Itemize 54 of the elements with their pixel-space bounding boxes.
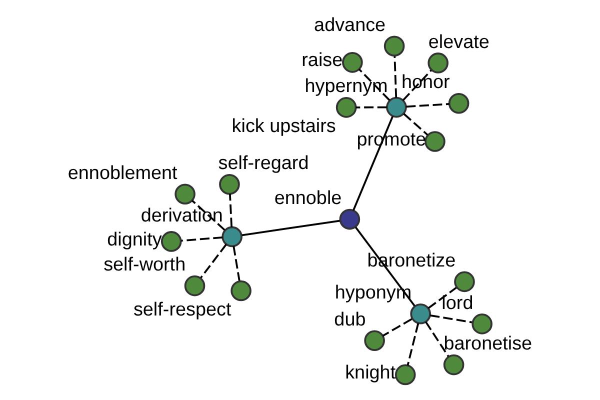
connector — [427, 286, 456, 310]
node-circle — [448, 92, 469, 114]
node-label: self-respect — [132, 299, 231, 320]
node-circle — [230, 280, 251, 302]
node-label: derivation — [140, 206, 222, 227]
connector — [200, 244, 226, 278]
node-circle — [386, 96, 406, 118]
connector — [232, 246, 240, 281]
node-label: baronetise — [443, 334, 532, 355]
node-label: elevate — [428, 32, 489, 53]
node-circle — [383, 36, 404, 57]
node-circle — [184, 275, 205, 296]
node-label: honor — [400, 72, 450, 94]
connector — [355, 106, 386, 108]
connector — [406, 103, 449, 108]
node-circle — [410, 303, 430, 324]
node-label: ennoble — [274, 188, 342, 210]
connector — [424, 321, 449, 357]
node-circle — [427, 52, 448, 74]
node-label: advance — [314, 14, 386, 36]
connector — [241, 220, 340, 236]
node-circle — [424, 131, 445, 152]
node-label: dub — [334, 309, 366, 330]
node-label: ennoblement — [67, 162, 177, 184]
node-circle — [364, 330, 384, 352]
connector — [180, 236, 222, 242]
node-circle — [218, 174, 240, 195]
node-circle — [394, 364, 416, 386]
node-circle — [442, 354, 464, 376]
connector — [402, 70, 432, 102]
connector — [430, 314, 472, 324]
node-circle — [160, 231, 182, 252]
node-label: knight — [344, 362, 396, 384]
connector — [402, 113, 428, 136]
node-label: hypernym — [304, 76, 388, 98]
connector — [406, 323, 419, 366]
connector — [382, 318, 412, 337]
connector — [191, 200, 225, 231]
node-circle — [338, 208, 360, 230]
node-label: lord — [441, 292, 473, 314]
node-label: kick upstairs — [231, 116, 336, 138]
node-circle — [221, 226, 242, 248]
node-circle — [174, 184, 195, 205]
node-label: dignity — [106, 229, 162, 250]
connector — [393, 56, 397, 98]
connector — [358, 68, 390, 101]
node-label: raise — [301, 50, 342, 72]
node-circle — [342, 52, 362, 73]
node-label: self-regard — [218, 153, 308, 174]
connector — [228, 194, 232, 228]
node-circle — [471, 314, 492, 334]
node-circle — [335, 97, 356, 118]
node-label: self-worth — [103, 254, 186, 276]
node-circle — [454, 271, 474, 292]
